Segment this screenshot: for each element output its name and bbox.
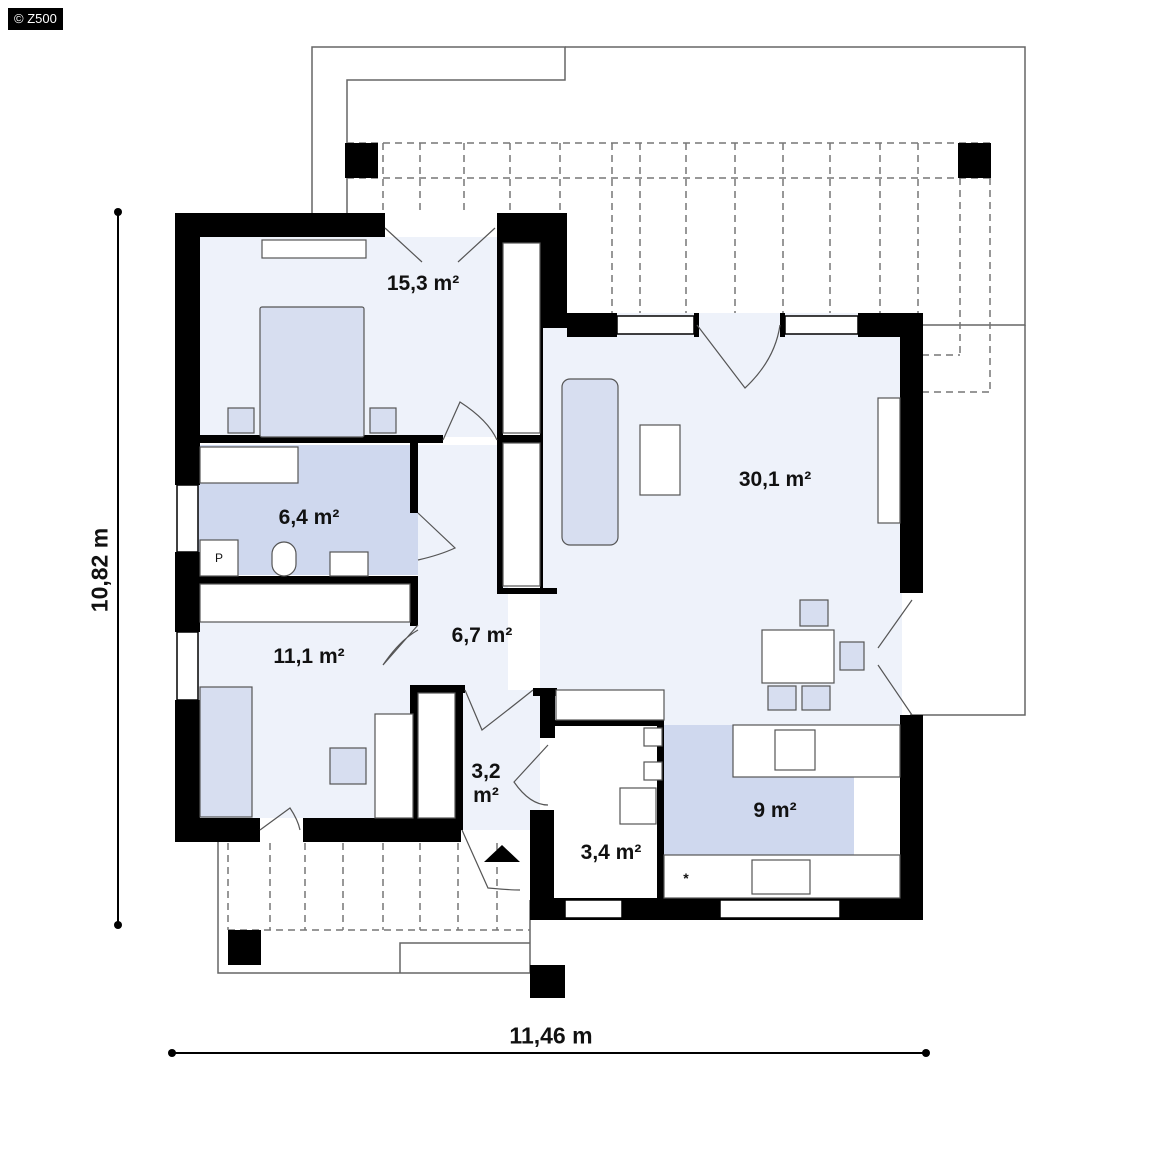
width-dimension-label: 11,46 m: [509, 1022, 593, 1049]
fixture-p-letter: P: [214, 551, 224, 565]
entry-area-unit: m²: [473, 784, 499, 807]
dimension-lines: [114, 208, 930, 1057]
room-label-small-bedroom: 11,1 m²: [273, 645, 345, 668]
copyright-badge: © Z500: [8, 8, 63, 30]
room-label-bathroom: 6,4 m²: [278, 506, 340, 529]
room-label-master-bedroom: 15,3 m²: [386, 272, 460, 295]
columns: [228, 143, 991, 998]
room-label-hall: 6,7 m²: [451, 624, 513, 647]
windows: [176, 315, 859, 919]
entrance-arrow-icon: [484, 845, 520, 862]
entry-area-value: 3,2: [471, 760, 501, 783]
fixture-star: *: [683, 870, 689, 886]
pergola-dashes: [227, 142, 991, 931]
height-dimension-label: 10,82 m: [86, 527, 113, 613]
room-label-entry: 3,2 m²: [466, 760, 506, 808]
room-label-kitchen: 9 m²: [753, 799, 797, 822]
wardrobes: [199, 242, 541, 819]
door-swings: [259, 227, 913, 891]
room-label-living-room: 30,1 m²: [738, 468, 812, 491]
terrace-outlines: [217, 46, 1026, 974]
furniture: [199, 239, 901, 899]
room-label-utility: 3,4 m²: [580, 841, 642, 864]
